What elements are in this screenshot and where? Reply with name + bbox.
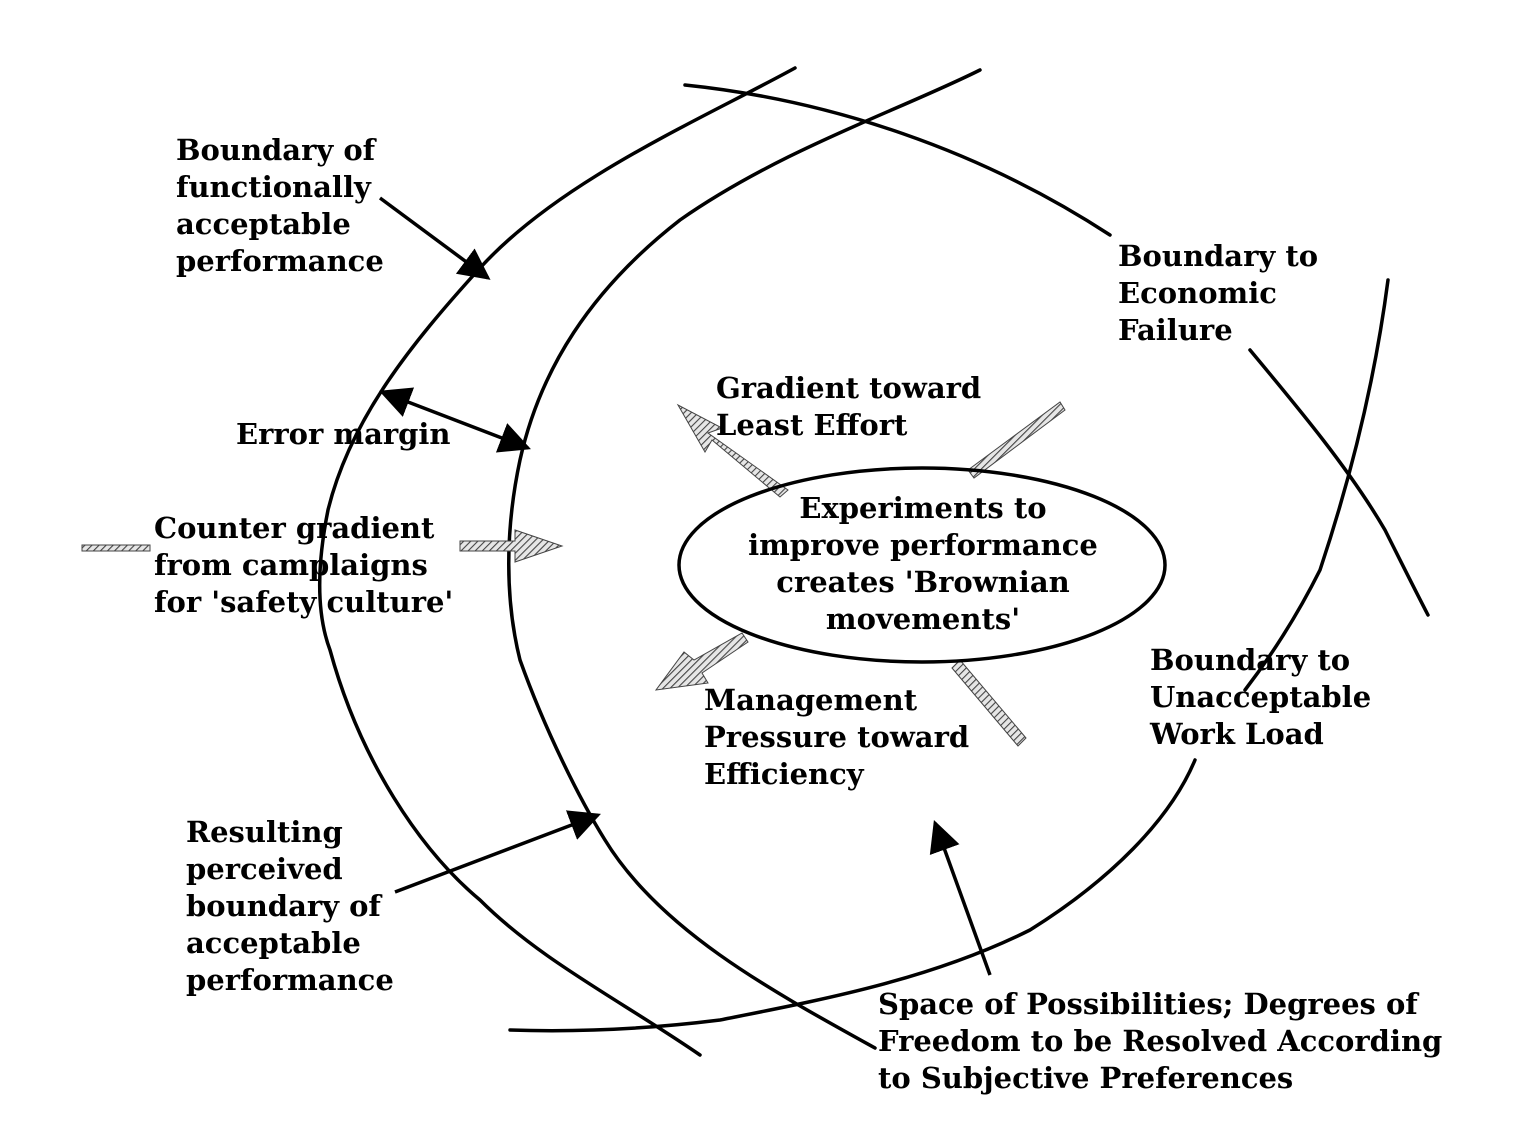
workload-boundary-curve bbox=[1243, 278, 1390, 692]
counter-gradient-label: Counter gradient from camplaigns for 'sa… bbox=[154, 511, 454, 619]
space-of-possibilities-label: Space of Possibilities; Degrees of Freed… bbox=[878, 987, 1443, 1095]
counter-gradient-arrow-left bbox=[81, 544, 151, 552]
perceived-boundary-pointer-arrow bbox=[394, 810, 601, 894]
economic-boundary-continuation bbox=[1248, 348, 1430, 617]
economic-boundary-curve bbox=[683, 83, 1112, 237]
least-effort-gradient-label: Gradient toward Least Effort bbox=[716, 371, 982, 442]
error-margin-double-arrow bbox=[379, 387, 531, 453]
experiments-label: Experiments to improve performance creat… bbox=[748, 491, 1098, 636]
management-pressure-label: Management Pressure toward Efficiency bbox=[704, 683, 970, 791]
functional-boundary-curve bbox=[317, 66, 797, 1057]
perceived-boundary-label: Resulting perceived boundary of acceptab… bbox=[186, 815, 394, 997]
counter-gradient-arrow-right bbox=[459, 529, 564, 563]
management-pressure-gradient-arrow bbox=[654, 632, 749, 691]
workload-boundary-label: Boundary to Unacceptable Work Load bbox=[1150, 643, 1372, 751]
error-margin-label: Error margin bbox=[236, 417, 451, 451]
experiments-ellipse bbox=[677, 466, 1167, 664]
functional-boundary-label: Boundary of functionally acceptable perf… bbox=[176, 133, 384, 278]
least-effort-gradient-arrow bbox=[676, 403, 789, 498]
economic-boundary-label: Boundary to Economic Failure bbox=[1118, 239, 1319, 347]
gradient-arrow-upper-right bbox=[967, 401, 1066, 479]
space-of-possibilities-pointer-arrow bbox=[929, 820, 992, 976]
workload-boundary-lower bbox=[508, 758, 1197, 1033]
functional-boundary-pointer-arrow bbox=[378, 196, 491, 280]
